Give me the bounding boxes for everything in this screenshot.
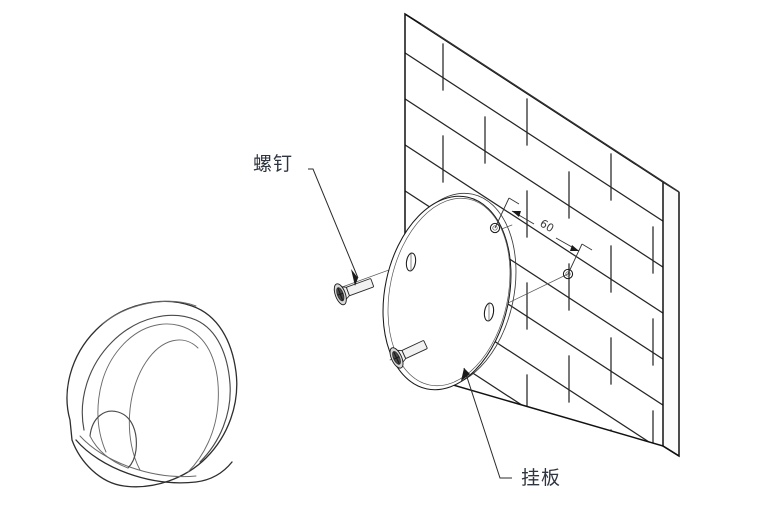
plate-hole-lower <box>483 302 495 322</box>
camera-housing <box>66 300 238 488</box>
screw-leader <box>308 168 359 286</box>
mounting-plate <box>382 192 517 391</box>
plate-label: 挂板 <box>521 467 561 489</box>
screw-label: 螺钉 <box>253 153 293 175</box>
wall-anchor-holes <box>489 222 574 280</box>
plate-leader <box>461 367 512 479</box>
screw-upper <box>333 278 374 306</box>
screw-lower <box>389 340 428 369</box>
dimension-value: 60 <box>537 217 556 235</box>
plate-hole-upper <box>405 252 417 272</box>
dimension-60: 60 <box>494 197 593 275</box>
